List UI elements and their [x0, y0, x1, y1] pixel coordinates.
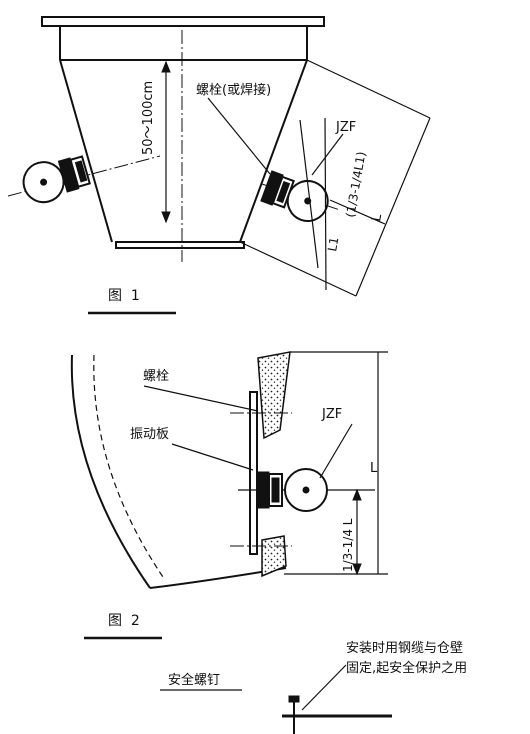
cable-leader	[301, 664, 347, 711]
cable-note-line-2: 固定,起安全保护之用	[346, 660, 467, 676]
vibration-plate	[249, 391, 258, 555]
figure-1-caption: 图 1	[108, 288, 140, 304]
l-label: L	[369, 212, 385, 222]
left-vibrator	[7, 155, 161, 204]
figure-2-vibrator	[256, 468, 328, 512]
slant-dimension-frame	[239, 59, 431, 297]
bolt-or-weld-label: 螺栓(或焊接)	[196, 82, 271, 98]
l1-label: L1	[325, 236, 341, 253]
bolt-leader-line	[207, 97, 271, 175]
plate-leader	[171, 443, 254, 471]
figure-2: 螺栓 振动板 JZF 1/3-1/4 L L 图 2	[70, 351, 388, 640]
dimension-50-100cm: 50～100cm	[141, 60, 171, 224]
figure-2-jzf-leader	[319, 423, 353, 479]
bolt-leader	[143, 385, 259, 412]
figure-2-l-label: L	[370, 461, 378, 476]
bin-inner-wall	[93, 354, 166, 581]
wall-section-upper	[257, 351, 291, 440]
figure-2-caption: 图 2	[108, 613, 140, 629]
vibrator-label-jzf: JZF	[335, 120, 356, 135]
bolt-label: 螺栓	[143, 369, 169, 384]
wall-section-lower	[261, 535, 287, 578]
right-vibrator	[260, 170, 341, 222]
vibration-plate-label: 振动板	[130, 427, 169, 442]
figure-2-jzf-label: JZF	[321, 407, 342, 422]
figure-3: 安装时用钢缆与仓壁 固定,起安全保护之用 安全螺钉	[160, 640, 467, 734]
ratio-label: (1/3-1/4L1)	[343, 150, 368, 218]
jzf-leader-line	[311, 133, 344, 176]
figure-1: 50～100cm	[7, 16, 431, 315]
safety-screw-label: 安全螺钉	[168, 672, 220, 688]
dimension-label: 50～100cm	[141, 81, 156, 155]
safety-screw-head	[288, 695, 300, 703]
hopper-body	[41, 16, 325, 249]
bin-outer-wall	[70, 354, 151, 589]
cable-note-line-1: 安装时用钢缆与仓壁	[346, 640, 463, 656]
figure-2-ratio-label: 1/3-1/4 L	[341, 518, 355, 572]
